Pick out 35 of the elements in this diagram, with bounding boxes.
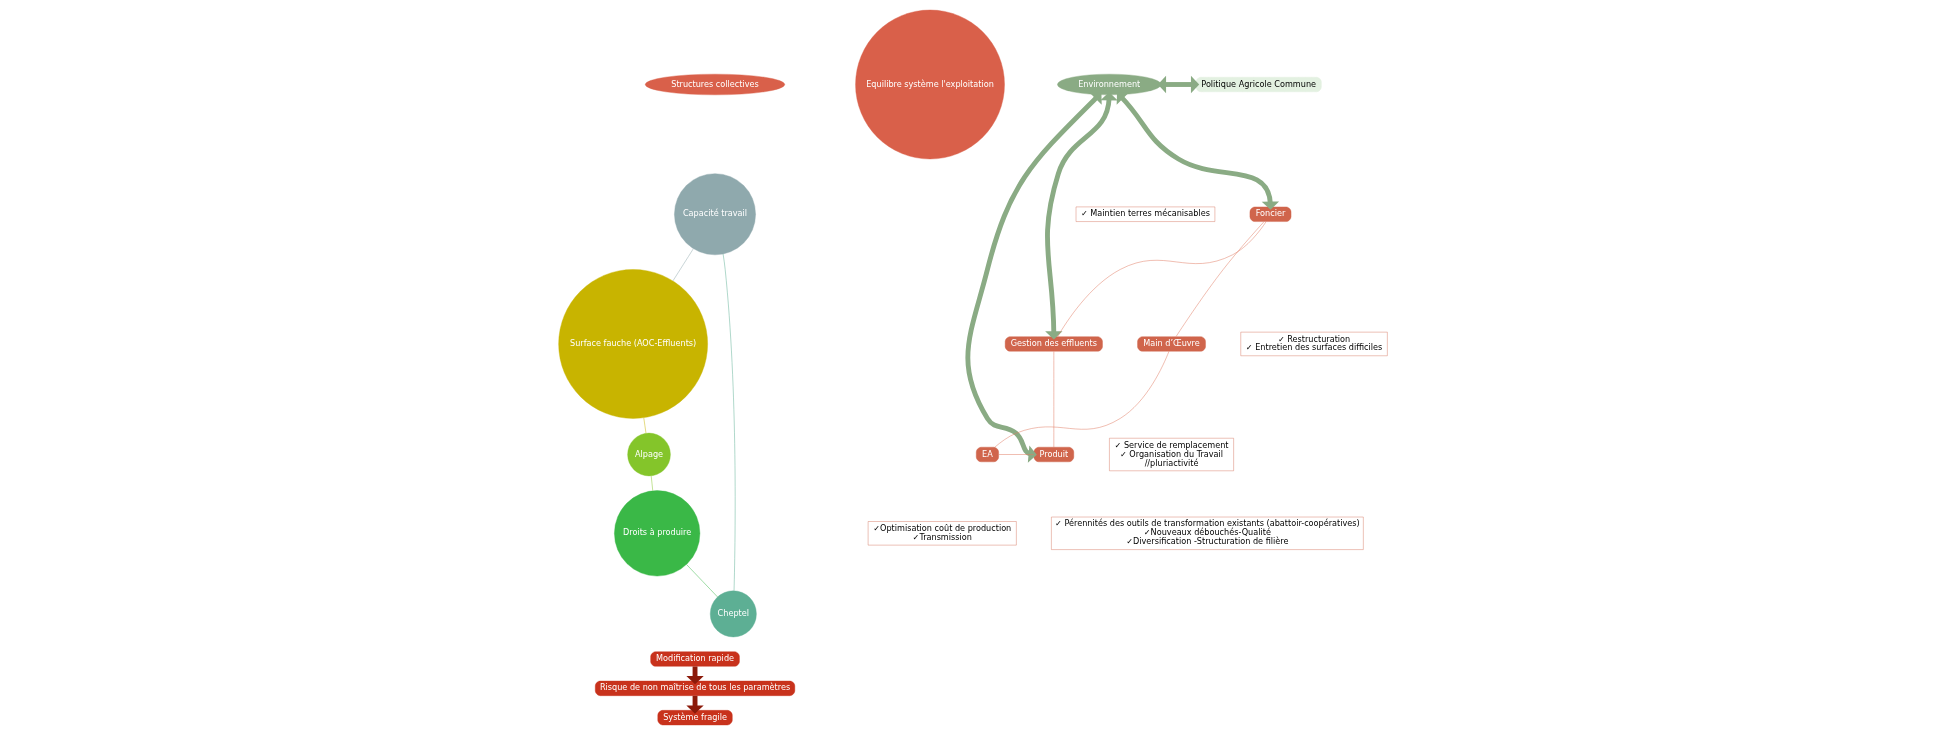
- node-ellipse: Environnement: [1056, 73, 1161, 96]
- arrow: [1116, 92, 1279, 210]
- node-box: ✓ Pérennités des outils de transformation existants (abattoir-coopératives) ✓Nouveaux débouchés-Qualité ✓Diversification -Structuration de filière: [1050, 516, 1364, 550]
- node-circle: Droits à produire: [613, 490, 700, 577]
- node-circle: Equilibre système l'exploitation: [854, 9, 1005, 160]
- node-box: Risque de non maîtrise de tous les paramètres: [594, 680, 795, 696]
- node-box: Modification rapide: [649, 651, 740, 667]
- arrow: [1157, 75, 1199, 94]
- node-box: Gestion des effluents: [1004, 336, 1103, 352]
- node-box: ✓ Service de remplacement ✓ Organisation du Travail //pluriactivité: [1108, 438, 1234, 471]
- node-box: Politique Agricole Commune: [1195, 76, 1322, 93]
- node-ellipse: Structures collectives: [644, 73, 785, 96]
- connector: [1053, 351, 1054, 448]
- node-box: Système fragile: [657, 710, 732, 726]
- node-box: ✓ Maintien terres mécanisables: [1075, 206, 1215, 222]
- node-box: EA: [975, 446, 999, 463]
- node-circle: Surface fauche (AOC-Effluents): [557, 269, 708, 419]
- connector: [722, 253, 735, 591]
- connector: [998, 454, 1034, 455]
- connector: [650, 475, 653, 491]
- arrow: [1044, 92, 1118, 340]
- node-circle: Capacité travail: [673, 173, 756, 256]
- connector: [994, 351, 1169, 448]
- connector: [672, 248, 694, 282]
- node-circle: Alpage: [626, 432, 671, 477]
- connector: [685, 564, 718, 598]
- node-box: Produit: [1033, 446, 1074, 463]
- node-box: Foncier: [1249, 206, 1291, 222]
- connector: [643, 417, 646, 434]
- connector: [1175, 221, 1264, 337]
- node-circle: Cheptel: [709, 590, 757, 638]
- node-box: ✓Optimisation coût de production ✓Transmission: [867, 521, 1017, 546]
- connector: [1056, 221, 1266, 337]
- node-box: ✓ Restructuration ✓ Entretien des surfaces difficiles: [1240, 331, 1388, 356]
- node-box: Main d’Œuvre: [1136, 336, 1206, 352]
